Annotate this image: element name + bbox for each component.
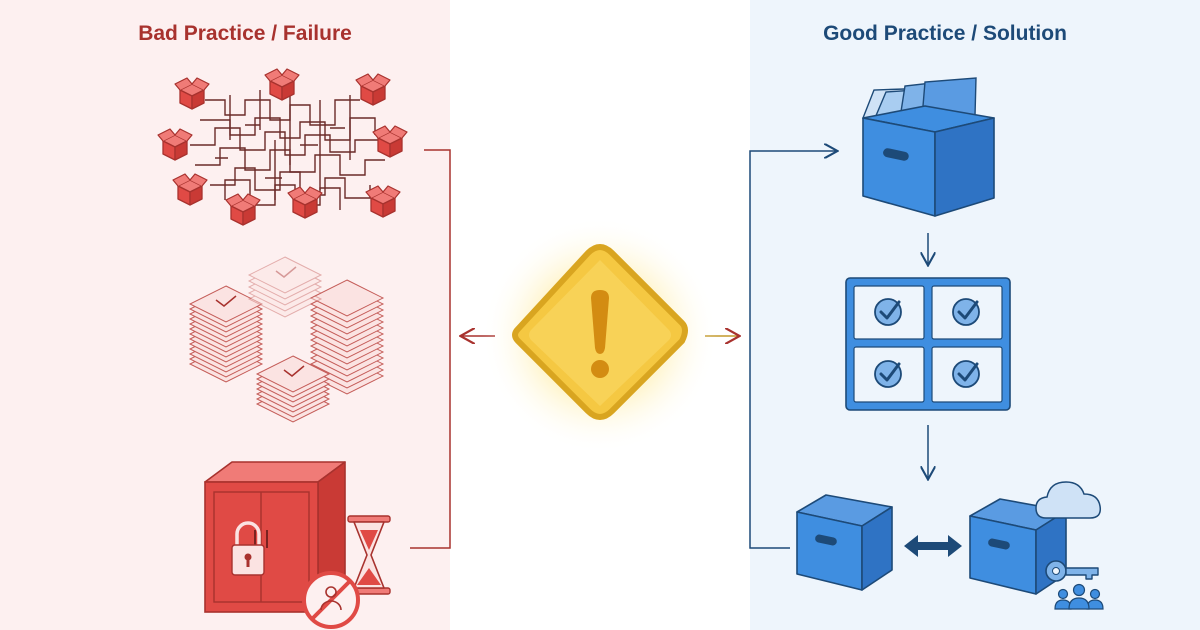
no-access-icon bbox=[302, 571, 360, 629]
scattered-boxes-icon bbox=[157, 68, 408, 226]
cloud-icon bbox=[1035, 481, 1102, 519]
warning-icon bbox=[482, 217, 718, 453]
good-practice-title: Good Practice / Solution bbox=[823, 22, 1067, 45]
paper-stacks-icon bbox=[189, 256, 384, 423]
hourglass-icon bbox=[347, 515, 391, 595]
key-icon bbox=[1045, 560, 1099, 582]
storage-box-icon bbox=[796, 494, 893, 591]
file-box-icon bbox=[861, 77, 995, 217]
users-icon bbox=[1054, 583, 1104, 610]
bad-practice-title: Bad Practice / Failure bbox=[138, 22, 352, 45]
transfer-arrow-icon bbox=[904, 535, 962, 557]
left-connector-line bbox=[410, 149, 451, 549]
checklist-grid-icon bbox=[845, 277, 1011, 411]
right-connector-line bbox=[749, 151, 836, 549]
